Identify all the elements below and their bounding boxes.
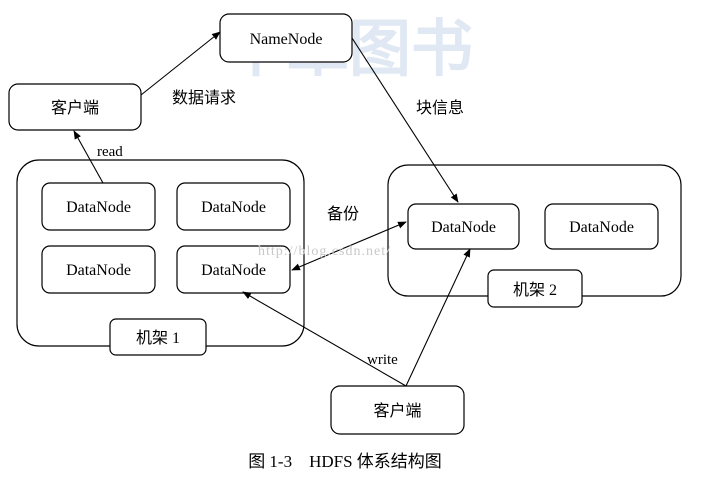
- rack2-container: 机架 2 DataNode DataNode: [387, 164, 682, 308]
- arrow-write-rack1: [242, 291, 407, 387]
- rack1-datanode-4: [176, 245, 291, 294]
- label-data-request: 数据请求: [172, 89, 236, 107]
- rack2-datanode-1-label: DataNode: [431, 219, 496, 236]
- arrow-write-rack2: [405, 248, 471, 387]
- rack1-container: 机架 1 DataNode DataNode DataNode DataNode: [16, 159, 305, 356]
- rack1-datanode-2-label: DataNode: [201, 199, 266, 216]
- client-bottom-label: 客户端: [373, 402, 421, 420]
- rack1-datanode-1-label: DataNode: [66, 199, 131, 216]
- client-bottom-box: 客户端: [330, 385, 465, 435]
- client-top-box: 客户端: [8, 83, 142, 131]
- rack2-datanode-2: [544, 203, 659, 250]
- rack1-label-box: [109, 318, 207, 356]
- figure-caption: 图 1-3 HDFS 体系结构图: [248, 452, 442, 471]
- client-top-label: 客户端: [51, 99, 99, 117]
- arrow-backup: [291, 221, 407, 271]
- rack2-label: 机架 2: [513, 281, 557, 299]
- rack2-datanode-2-label: DataNode: [569, 219, 634, 236]
- rack2-label-box: [487, 269, 583, 308]
- label-block-info: 块信息: [416, 99, 464, 117]
- label-read: read: [97, 144, 123, 160]
- label-write: write: [367, 352, 398, 368]
- rack1-datanode-4-label: DataNode: [201, 262, 266, 279]
- namenode-label: NameNode: [250, 31, 323, 48]
- rack1-datanode-3-label: DataNode: [66, 262, 131, 279]
- arrow-namenode-to-rack2-datanode: [351, 37, 459, 203]
- url-watermark: http://blog.csdn.net/: [258, 244, 391, 259]
- arrow-read: [73, 130, 104, 184]
- namenode-box: NameNode: [219, 13, 353, 63]
- rack1-datanode-3: [41, 245, 156, 294]
- arrow-client-to-namenode: [140, 31, 221, 96]
- rack1-datanode-2: [176, 182, 291, 231]
- label-backup: 备份: [327, 205, 359, 223]
- rack1-label: 机架 1: [136, 329, 180, 347]
- rack1-datanode-1: [41, 182, 156, 231]
